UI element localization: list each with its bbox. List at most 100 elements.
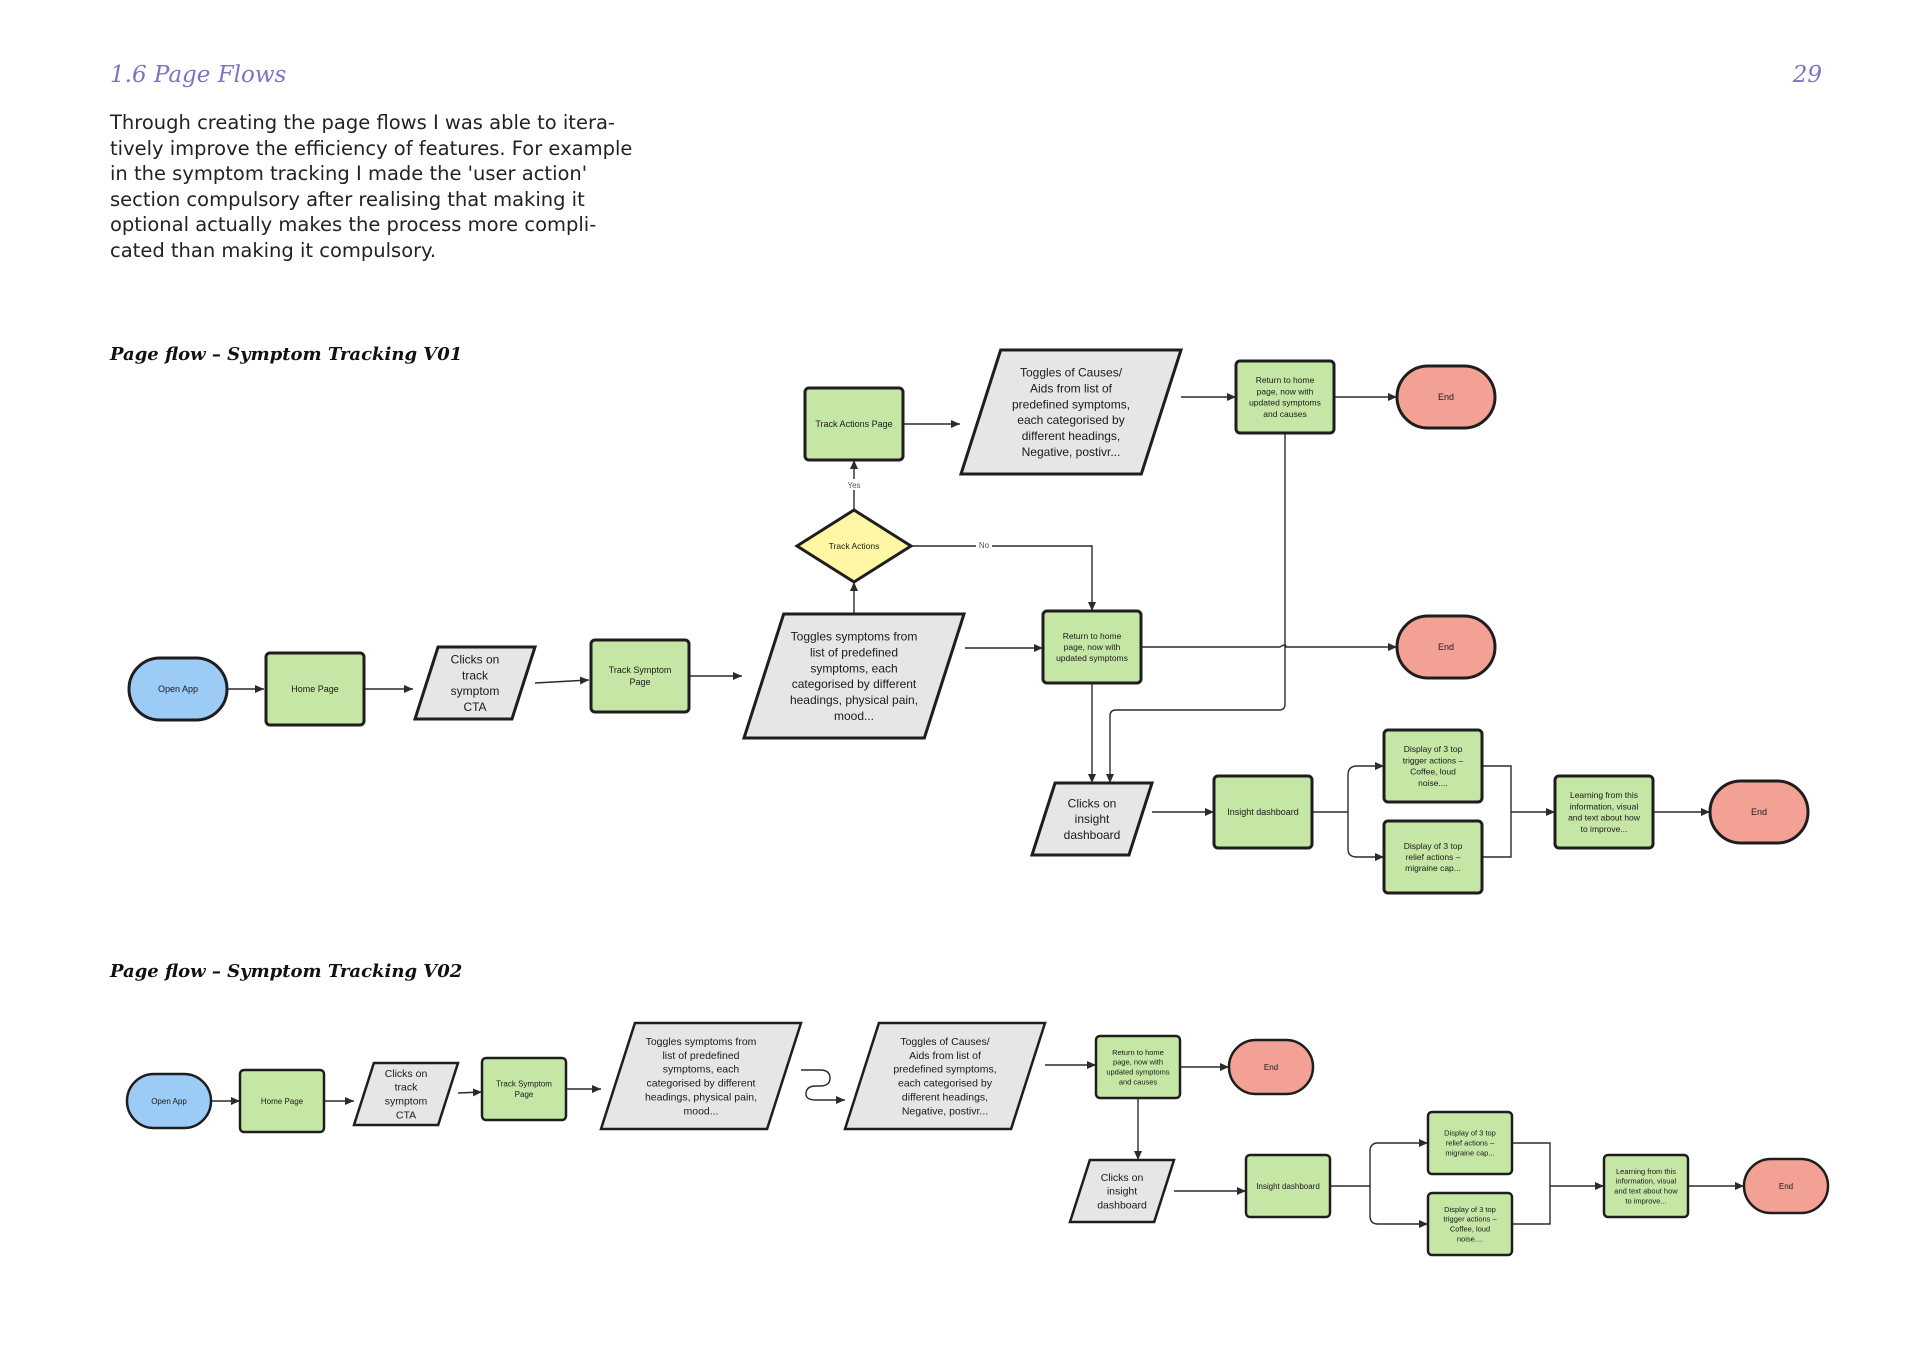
process-box xyxy=(1234,359,1336,435)
connector-arrow xyxy=(1106,433,1286,783)
node-label-line: Negative, postivr... xyxy=(902,1105,988,1117)
node-label-line: page, now with xyxy=(1113,1058,1163,1067)
node-label-line: track xyxy=(395,1082,419,1094)
node-label-line: Toggles of Causes/ xyxy=(1020,366,1123,380)
node-label-line: Track Symptom xyxy=(609,665,672,675)
flow-v01-dec-node: Track Actions xyxy=(794,508,914,584)
process-box xyxy=(1094,1034,1182,1100)
flow-v02-ins-node: Insight dashboard xyxy=(1244,1153,1332,1219)
flow-v02-open-node: Open App xyxy=(125,1072,213,1130)
end-terminal xyxy=(1227,1038,1315,1096)
node-label-line: updated symptoms xyxy=(1249,398,1321,408)
end-terminal xyxy=(1395,614,1497,680)
node-label-line: predefined symptoms, xyxy=(1012,397,1130,411)
node-label-line: headings, physical pain, xyxy=(645,1091,757,1103)
process-box xyxy=(480,1056,568,1122)
node-label-line: Clicks on xyxy=(385,1068,428,1080)
node-label-line: categorised by different xyxy=(647,1078,756,1090)
node-label-line: mood... xyxy=(683,1105,718,1117)
flow-v02-end1-node: End xyxy=(1227,1038,1315,1096)
node-label-line: Toggles symptoms from xyxy=(791,630,918,644)
flow-v01-home-node: Home Page xyxy=(264,651,366,727)
process-box xyxy=(1382,819,1484,895)
node-label-line: End xyxy=(1438,642,1454,652)
connector-arrow xyxy=(1141,643,1397,651)
io-parallelogram xyxy=(599,1021,803,1131)
node-label-line: Page xyxy=(629,677,650,687)
flow-v01-tog2-node: Toggles of Causes/Aids from list ofprede… xyxy=(958,348,1184,476)
node-label-line: each categorised by xyxy=(898,1078,993,1090)
process-box xyxy=(589,638,691,714)
node-label-line: Aids from list of xyxy=(909,1050,981,1062)
node-label-line: Home Page xyxy=(291,684,339,694)
node-label-line: insight xyxy=(1075,812,1110,826)
node-label-line: page, now with xyxy=(1257,386,1314,396)
process-box xyxy=(1426,1191,1514,1257)
node-label-line: relief actions – xyxy=(1446,1139,1495,1148)
node-label-line: End xyxy=(1264,1063,1278,1072)
node-label-line: Toggles of Causes/ xyxy=(900,1036,989,1048)
node-label-line: Page xyxy=(515,1090,534,1099)
connector-arrow xyxy=(1312,762,1384,813)
node-label-line: Return to home xyxy=(1063,631,1122,641)
node-label-line: Display of 3 top xyxy=(1404,841,1463,851)
process-box xyxy=(1041,609,1143,685)
io-parallelogram xyxy=(1029,781,1155,857)
node-label-line: Negative, postivr... xyxy=(1022,445,1121,459)
node-label-line: information, visual xyxy=(1570,801,1639,811)
node-label-line: noise.... xyxy=(1418,778,1448,788)
node-label-line: page, now with xyxy=(1064,642,1121,652)
node-label-line: Return to home xyxy=(1256,375,1315,385)
node-label-line: headings, physical pain, xyxy=(790,693,918,707)
node-label-line: End xyxy=(1438,392,1454,402)
node-label-line: Insight dashboard xyxy=(1227,807,1299,817)
node-label-line: each categorised by xyxy=(1017,413,1124,427)
node-label-line: to improve... xyxy=(1581,824,1628,834)
node-label-line: migraine cap... xyxy=(1405,863,1461,873)
node-label-line: to improve... xyxy=(1625,1196,1666,1205)
connector-arrow xyxy=(911,545,1096,611)
node-label-line: Clicks on xyxy=(1101,1172,1144,1184)
process-box xyxy=(1602,1153,1690,1219)
node-label-line: track xyxy=(462,668,489,682)
edge-label-bg xyxy=(976,539,992,550)
node-label-line: End xyxy=(1751,807,1767,817)
node-label-line: CTA xyxy=(463,700,486,714)
edge-label-bg xyxy=(846,479,862,490)
node-label-line: updated symptoms xyxy=(1106,1068,1170,1077)
node-label-line: symptoms, each xyxy=(810,661,897,675)
connector-arrow xyxy=(534,676,590,685)
node-label-line: list of predefined xyxy=(662,1050,739,1062)
io-parallelogram xyxy=(1068,1158,1176,1224)
flow-v01-end3-node: End xyxy=(1708,779,1810,845)
node-label-line: Display of 3 top xyxy=(1444,1205,1496,1214)
process-box xyxy=(1426,1110,1514,1176)
process-box xyxy=(803,386,905,462)
node-label-line: symptom xyxy=(385,1096,428,1108)
node-label-line: updated symptoms xyxy=(1056,653,1128,663)
node-label-line: noise.... xyxy=(1457,1234,1483,1243)
end-terminal xyxy=(1395,364,1497,430)
node-label-line: CTA xyxy=(396,1109,416,1121)
flow-v01-ins-node: Insight dashboard xyxy=(1212,774,1314,850)
node-label-line: different headings, xyxy=(1022,429,1121,443)
node-label-line: categorised by different xyxy=(792,677,917,691)
node-label-line: predefined symptoms, xyxy=(893,1064,996,1076)
flow-title-v02: Page flow – Symptom Tracking V02 xyxy=(110,961,463,982)
io-parallelogram xyxy=(958,348,1184,476)
flow-v01-end1-node: End xyxy=(1395,364,1497,430)
connector-arrow xyxy=(1482,812,1512,858)
node-label-line: mood... xyxy=(834,709,874,723)
node-label-line: symptoms, each xyxy=(663,1064,740,1076)
node-label-line: Open App xyxy=(151,1097,187,1106)
node-label-line: Learning from this xyxy=(1616,1167,1676,1176)
node-label-line: Track Symptom xyxy=(496,1080,552,1089)
